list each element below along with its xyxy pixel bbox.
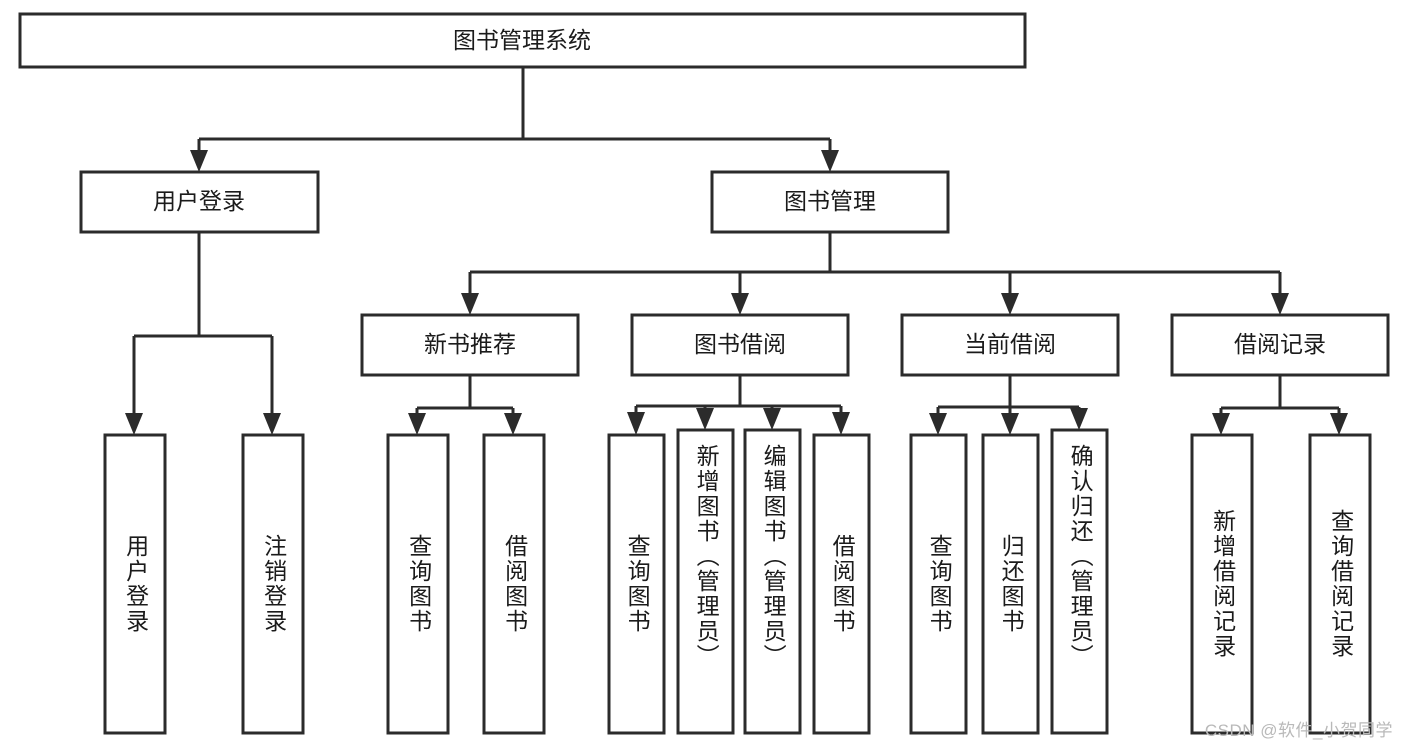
node-leaf-br-add-rect[interactable] bbox=[1190, 433, 1254, 735]
node-leaf-bb-edit-rect[interactable] bbox=[743, 428, 802, 735]
node-user-login[interactable]: 用户登录 bbox=[79, 170, 320, 234]
arrowhead-leaf-rec-borrow bbox=[504, 413, 522, 435]
arrowhead-leaf-user-login bbox=[125, 413, 143, 435]
arrowhead-leaf-bb-edit bbox=[763, 408, 781, 430]
leaves-layer bbox=[103, 428, 1372, 735]
arrowhead-leaf-br-add bbox=[1212, 413, 1230, 435]
node-borrow-record[interactable]: 借阅记录 bbox=[1170, 313, 1390, 377]
edge-bookborrow-bus bbox=[634, 375, 843, 420]
arrowhead-borrow-record bbox=[1271, 293, 1289, 315]
node-book-manage-label: 图书管理 bbox=[784, 188, 876, 214]
node-leaf-cb-confirm-rect[interactable] bbox=[1050, 428, 1109, 735]
node-leaf-rec-query-rect[interactable] bbox=[386, 433, 450, 735]
node-leaf-user-login-rect[interactable] bbox=[103, 433, 167, 735]
edge-borrowrecord-bus bbox=[1219, 375, 1341, 423]
node-user-login-label: 用户登录 bbox=[153, 188, 245, 214]
node-book-manage[interactable]: 图书管理 bbox=[710, 170, 950, 234]
node-leaf-cb-query-rect[interactable] bbox=[909, 433, 968, 735]
node-book-borrow-label: 图书借阅 bbox=[694, 331, 786, 357]
node-book-borrow[interactable]: 图书借阅 bbox=[630, 313, 850, 377]
arrowhead-current-borrow bbox=[1001, 293, 1019, 315]
node-current-borrow-rect[interactable] bbox=[900, 313, 1120, 377]
node-leaf-bb-add-rect[interactable] bbox=[676, 428, 735, 735]
arrowhead-leaf-br-query bbox=[1330, 413, 1348, 435]
node-book-manage-rect[interactable] bbox=[710, 170, 950, 234]
node-new-book-rec-rect[interactable] bbox=[360, 313, 580, 377]
node-leaf-cb-return-rect[interactable] bbox=[981, 433, 1040, 735]
arrowhead-new-book-rec bbox=[461, 293, 479, 315]
edge-newbookrec-bus bbox=[415, 375, 515, 423]
arrowhead-user-login bbox=[190, 150, 208, 172]
arrowhead-book-manage bbox=[821, 150, 839, 172]
node-root-rect[interactable] bbox=[18, 12, 1027, 69]
arrowhead-leaf-rec-query bbox=[408, 413, 426, 435]
node-root[interactable]: 图书管理系统 bbox=[18, 12, 1027, 69]
edges-layer bbox=[125, 67, 1348, 435]
edge-userlogin-bus bbox=[132, 232, 274, 423]
node-leaf-user-logout-rect[interactable] bbox=[241, 433, 305, 735]
node-new-book-rec[interactable]: 新书推荐 bbox=[360, 313, 580, 377]
node-borrow-record-label: 借阅记录 bbox=[1234, 331, 1326, 357]
arrowhead-leaf-cb-return bbox=[1001, 413, 1019, 435]
arrowhead-leaf-cb-confirm bbox=[1070, 408, 1088, 430]
node-current-borrow-label: 当前借阅 bbox=[964, 331, 1056, 357]
node-user-login-rect[interactable] bbox=[79, 170, 320, 234]
arrowhead-leaf-cb-query bbox=[929, 413, 947, 435]
node-leaf-rec-borrow-rect[interactable] bbox=[482, 433, 546, 735]
edge-root-bus bbox=[197, 67, 832, 160]
arrowhead-book-borrow bbox=[731, 293, 749, 315]
node-new-book-rec-label: 新书推荐 bbox=[424, 331, 516, 357]
node-borrow-record-rect[interactable] bbox=[1170, 313, 1390, 377]
node-leaf-br-query-rect[interactable] bbox=[1308, 433, 1372, 735]
node-root-label: 图书管理系统 bbox=[453, 27, 591, 53]
csdn-watermark: CSDN @软件_小贺同学 bbox=[1204, 721, 1393, 740]
node-leaf-bb-borrow-rect[interactable] bbox=[812, 433, 871, 735]
arrowhead-leaf-bb-borrow bbox=[832, 412, 850, 435]
node-current-borrow[interactable]: 当前借阅 bbox=[900, 313, 1120, 377]
arrowhead-leaf-bb-add bbox=[696, 408, 714, 430]
node-book-borrow-rect[interactable] bbox=[630, 313, 850, 377]
node-leaf-bb-query-rect[interactable] bbox=[607, 433, 666, 735]
arrowhead-leaf-bb-query bbox=[627, 412, 645, 435]
edge-bookmanage-bus bbox=[468, 232, 1282, 303]
arrowhead-leaf-user-logout bbox=[263, 413, 281, 435]
